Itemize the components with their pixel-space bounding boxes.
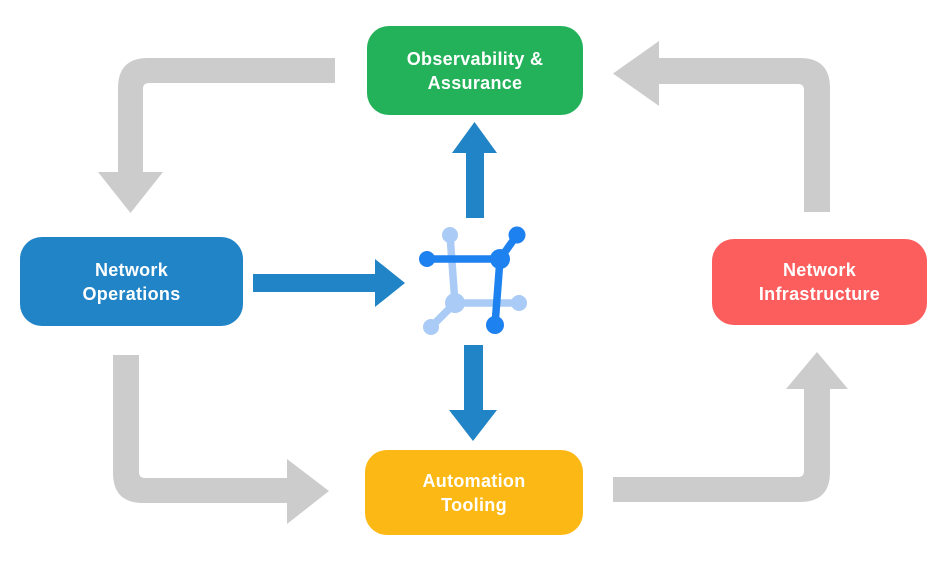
node-infrastructure-label-line2: Infrastructure xyxy=(758,284,881,304)
node-automation-label-line1: Automation xyxy=(422,470,526,491)
arrow-automation-to-infrastructure xyxy=(613,352,848,502)
node-network-infrastructure: Network Infrastructure xyxy=(712,239,927,325)
node-network-operations: Network Operations xyxy=(20,237,243,326)
network-mesh-icon xyxy=(417,225,527,335)
arrow-observability-to-operations xyxy=(98,58,335,213)
node-operations-label-line2: Operations xyxy=(82,283,181,304)
network-mesh-icon-light-part xyxy=(423,227,527,335)
arrow-center-to-automation xyxy=(449,345,497,441)
node-automation-label-line2: Tooling xyxy=(441,494,507,515)
arrow-operations-to-center xyxy=(253,259,405,307)
node-observability: Observability & Assurance xyxy=(367,26,583,115)
arrow-operations-to-automation xyxy=(113,355,329,524)
node-automation-tooling: Automation Tooling xyxy=(365,450,583,535)
arrow-infrastructure-to-observability xyxy=(613,41,830,212)
node-observability-label-line2: Assurance xyxy=(427,72,523,93)
node-operations-label-line1: Network xyxy=(94,259,169,280)
network-mesh-icon-dark-part xyxy=(419,226,526,334)
node-infrastructure-label-line1: Network xyxy=(782,260,857,280)
node-observability-label-line1: Observability & xyxy=(406,48,544,69)
arrow-center-to-observability xyxy=(452,122,497,218)
